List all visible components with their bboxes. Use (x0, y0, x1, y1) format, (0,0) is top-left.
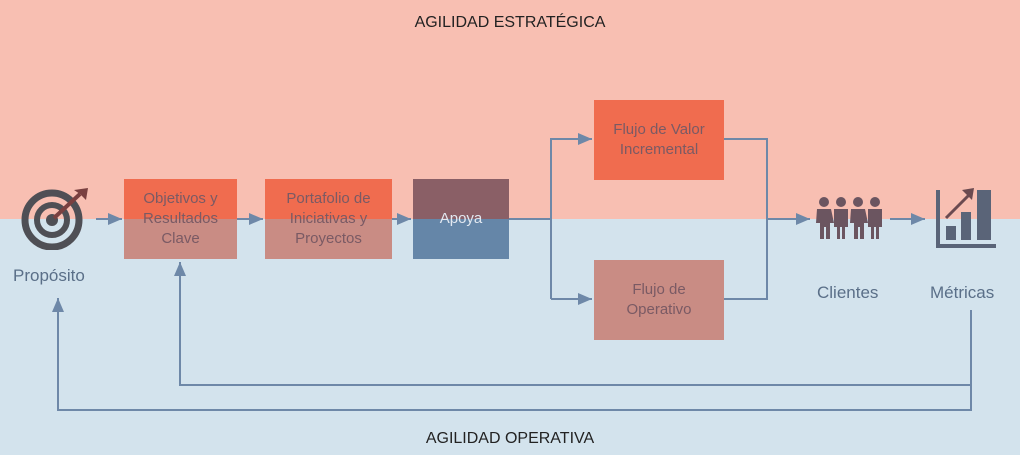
metricas-label: Métricas (930, 283, 995, 302)
proposito-label: Propósito (13, 266, 85, 285)
target-icon (21, 188, 88, 250)
portafolio-box: Portafolio de Iniciativas y Proyectos (265, 179, 392, 259)
people-icon (816, 197, 882, 239)
operative-title: AGILIDAD OPERATIVA (425, 430, 595, 447)
flujo-valor-box: Flujo de Valor Incremental (594, 100, 724, 180)
bar-chart-icon (936, 188, 996, 248)
objetivos-box: Objetivos y Resultados Clave (124, 179, 237, 259)
flujo-operativo-box: Flujo de Operativo (594, 260, 724, 340)
apoya-box: Apoya (413, 179, 509, 259)
strategic-title: AGILIDAD ESTRATÉGICA (414, 14, 606, 31)
clientes-label: Clientes (817, 283, 879, 302)
